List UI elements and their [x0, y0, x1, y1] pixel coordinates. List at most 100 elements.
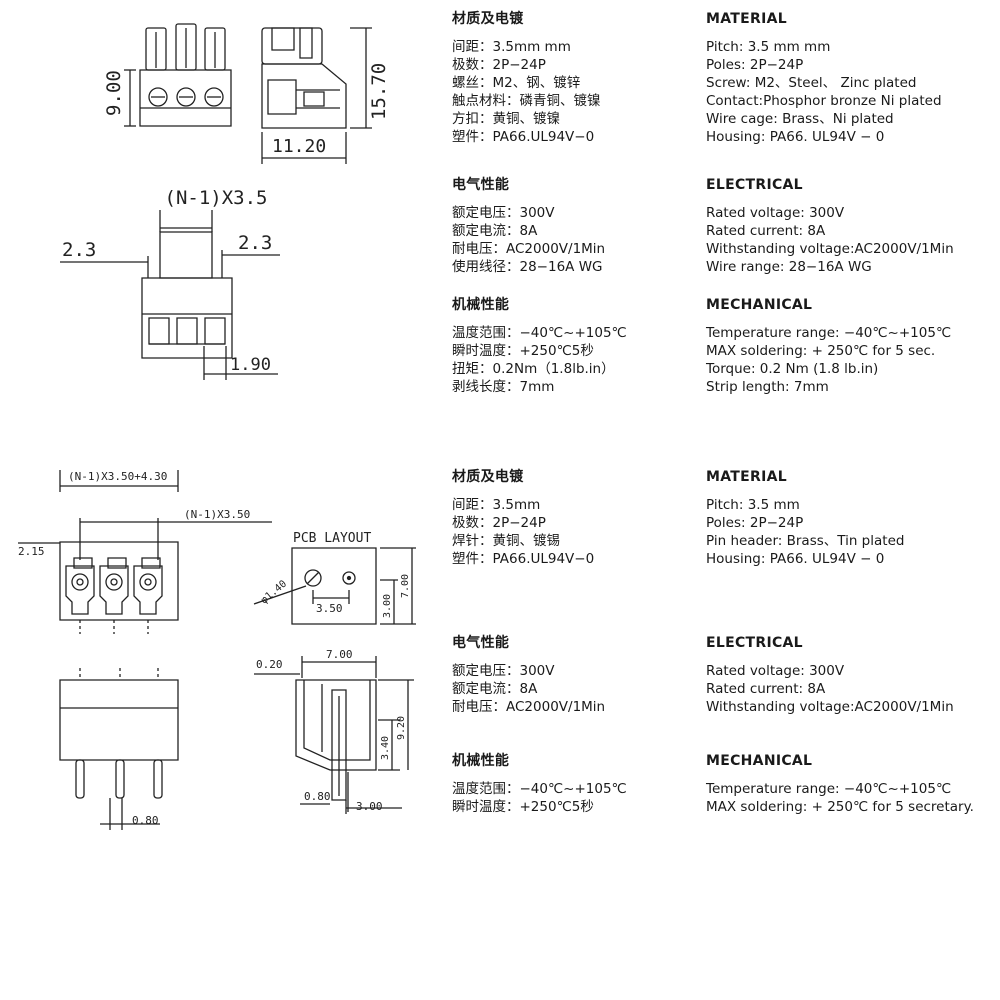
spec-line: Temperature range: −40℃~+105℃ [706, 781, 952, 797]
section-heading: 机械性能 [452, 753, 510, 769]
dim-side-7-00: 7.00 [326, 648, 353, 661]
spec-line: 温度范围：−40℃~+105℃ [452, 325, 627, 341]
plug-front-view [124, 24, 231, 126]
dim-side-3-00: 3.00 [356, 800, 383, 813]
bottom-cn-material: 材质及电镀 间距：3.5mm 极数：2P−24P 焊针：黄铜、镀锡 塑件：PA6… [452, 468, 594, 568]
spec-line: 额定电流：8A [452, 223, 538, 239]
pcb-layout-title: PCB LAYOUT [293, 531, 371, 546]
top-en-material: MATERIAL Pitch: 3.5 mm mm Poles: 2P−24P … [706, 10, 942, 146]
spec-line: 螺丝：M2、钢、镀锌 [452, 75, 581, 91]
spec-line: Pitch: 3.5 mm [706, 497, 800, 513]
spec-line: 焊针：黄铜、镀锡 [452, 533, 560, 549]
spec-line: 额定电流：8A [452, 681, 538, 697]
top-cn-mechanical: 机械性能 温度范围：−40℃~+105℃ 瞬时温度：+250℃5秒 扭矩：0.2… [452, 296, 627, 396]
top-cn-material: 材质及电镀 间距：3.5mm mm 极数：2P−24P 螺丝：M2、钢、镀锌 触… [452, 10, 601, 146]
section-heading: 电气性能 [452, 635, 510, 651]
spec-line: Wire range: 28−16A WG [706, 259, 872, 275]
spec-line: Screw: M2、Steel、 Zinc plated [706, 75, 917, 91]
section-heading: 电气性能 [452, 177, 510, 193]
section-heading: MATERIAL [706, 11, 787, 27]
spec-line: 额定电压：300V [452, 205, 555, 221]
spec-line: Torque: 0.2 Nm (1.8 lb.in) [706, 361, 879, 377]
spec-line: Pitch: 3.5 mm mm [706, 39, 831, 55]
spec-line: 极数：2P−24P [452, 515, 546, 531]
spec-line: 塑件：PA66.UL94V−0 [452, 129, 595, 145]
spec-line: Rated voltage: 300V [706, 663, 845, 679]
dim-1-90: 1.90 [230, 355, 271, 375]
dim-hole-pitch: 3.50 [316, 602, 343, 615]
dim-2-3-left: 2.3 [62, 239, 96, 261]
dim-2-15: 2.15 [18, 545, 45, 558]
spec-line: Rated current: 8A [706, 681, 826, 697]
spec-line: MAX soldering: + 250℃ for 5 secretary. [706, 799, 974, 815]
plug-side-view [262, 28, 372, 164]
spec-line: 额定电压：300V [452, 663, 555, 679]
bottom-cn-electrical: 电气性能 额定电压：300V 额定电流：8A 耐电压：AC2000V/1Min [452, 634, 605, 716]
spec-line: 极数：2P−24P [452, 57, 546, 73]
bottom-en-mechanical: MECHANICAL Temperature range: −40℃~+105℃… [706, 752, 974, 816]
spec-line: 瞬时温度：+250℃5秒 [452, 799, 594, 815]
bottom-cn-mechanical: 机械性能 温度范围：−40℃~+105℃ 瞬时温度：+250℃5秒 [452, 752, 627, 816]
section-heading: ELECTRICAL [706, 177, 803, 193]
section-heading: 材质及电镀 [452, 469, 524, 485]
header-sockets [66, 566, 162, 614]
top-en-mechanical: MECHANICAL Temperature range: −40℃~+105℃… [706, 296, 951, 396]
spec-line: Poles: 2P−24P [706, 515, 804, 531]
spec-line: 间距：3.5mm mm [452, 39, 571, 55]
spec-line: MAX soldering: + 250℃ for 5 sec. [706, 343, 936, 359]
section-heading: 材质及电镀 [452, 11, 524, 27]
spec-line: Housing: PA66. UL94V − 0 [706, 551, 885, 567]
spec-line: 方扣：黄铜、镀镍 [452, 111, 560, 127]
spec-line: Pin header: Brass、Tin plated [706, 533, 905, 549]
header-front-view [18, 470, 272, 634]
header-bottom-view [60, 668, 178, 830]
spec-line: 瞬时温度：+250℃5秒 [452, 343, 594, 359]
spec-line: Rated voltage: 300V [706, 205, 845, 221]
dim-hole-dia: φ1.40 [259, 579, 289, 607]
section-heading: MATERIAL [706, 469, 787, 485]
header-side-view [254, 656, 414, 814]
dim-side-9-20: 9.20 [396, 716, 407, 740]
spec-line: Wire cage: Brass、Ni plated [706, 111, 894, 127]
spec-line: Housing: PA66. UL94V − 0 [706, 129, 885, 145]
dim-2-3-right: 2.3 [238, 232, 272, 254]
section-heading: ELECTRICAL [706, 635, 803, 651]
spec-line: 扭矩：0.2Nm（1.8lb.in） [452, 361, 615, 377]
dim-pin-0-80: 0.80 [132, 814, 159, 827]
spec-line: 塑件：PA66.UL94V−0 [452, 551, 595, 567]
dim-overall: (N-1)X3.50+4.30 [68, 470, 167, 483]
spec-line: 使用线径：28−16A WG [452, 259, 603, 275]
spec-line: Poles: 2P−24P [706, 57, 804, 73]
section-heading: MECHANICAL [706, 297, 813, 313]
dim-pitch: (N-1)X3.50 [184, 508, 250, 521]
plug-bottom-view [60, 210, 280, 380]
spec-line: Contact:Phosphor bronze Ni plated [706, 93, 942, 109]
dim-11-20: 11.20 [272, 136, 326, 157]
dim-9-00: 9.00 [103, 70, 125, 116]
dim-pcb-7-00: 7.00 [400, 574, 411, 598]
spec-line: 间距：3.5mm [452, 497, 541, 513]
dim-side-0-20: 0.20 [256, 658, 283, 671]
section-heading: 机械性能 [452, 297, 510, 313]
spec-line: Withstanding voltage:AC2000V/1Min [706, 699, 954, 715]
spec-line: 触点材料：磷青铜、镀镍 [452, 93, 601, 109]
pcb-layout-view [254, 548, 416, 624]
spec-line: Temperature range: −40℃~+105℃ [706, 325, 952, 341]
spec-line: Withstanding voltage:AC2000V/1Min [706, 241, 954, 257]
bottom-en-material: MATERIAL Pitch: 3.5 mm Poles: 2P−24P Pin… [706, 468, 904, 568]
dim-15-70: 15.70 [368, 63, 390, 120]
spec-line: Rated current: 8A [706, 223, 826, 239]
spec-line: 剥线长度：7mm [452, 379, 555, 395]
spec-line: 耐电压：AC2000V/1Min [452, 699, 606, 715]
dim-side-0-80: 0.80 [304, 790, 331, 803]
dim-side-3-40: 3.40 [380, 736, 391, 760]
spec-line: 耐电压：AC2000V/1Min [452, 241, 606, 257]
top-cn-electrical: 电气性能 额定电压：300V 额定电流：8A 耐电压：AC2000V/1Min … [452, 176, 605, 276]
section-heading: MECHANICAL [706, 753, 813, 769]
spec-line: Strip length: 7mm [706, 379, 829, 395]
bottom-en-electrical: ELECTRICAL Rated voltage: 300V Rated cur… [706, 634, 954, 716]
spec-line: 温度范围：−40℃~+105℃ [452, 781, 627, 797]
top-en-electrical: ELECTRICAL Rated voltage: 300V Rated cur… [706, 176, 954, 276]
dim-pcb-3-00: 3.00 [382, 594, 393, 618]
